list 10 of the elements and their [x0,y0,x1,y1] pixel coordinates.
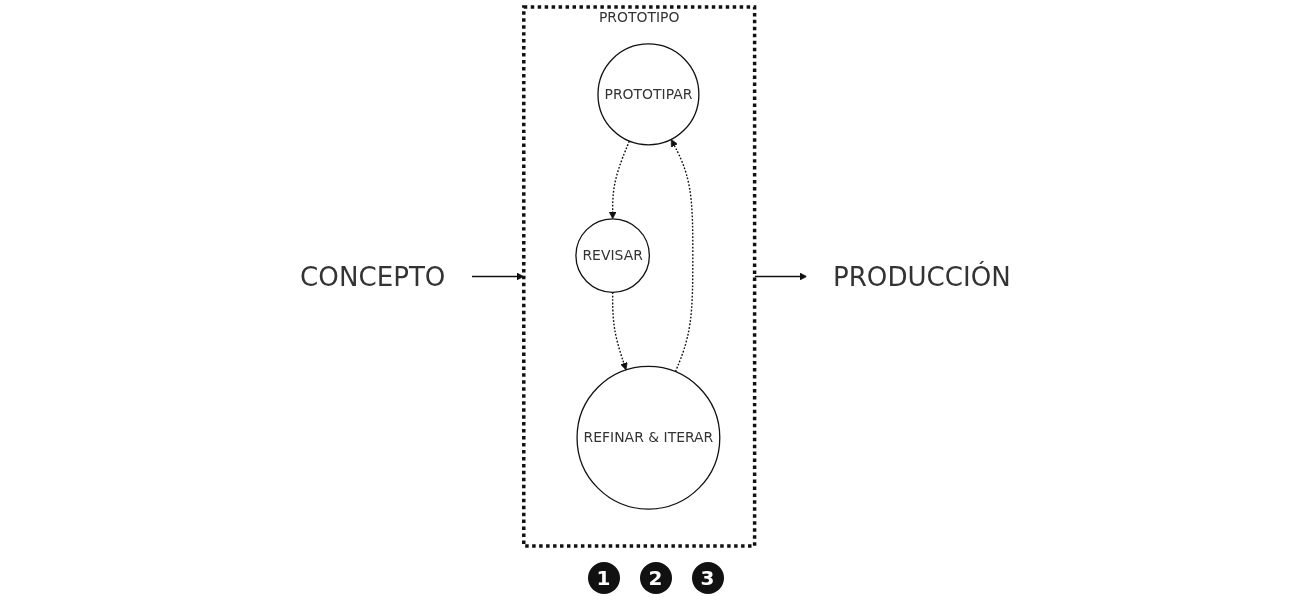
callout-number: 1 [587,562,620,594]
node-circle: REVISAR [575,218,651,293]
node-circle: REFINAR & ITERAR [576,365,721,510]
arrow [608,140,630,220]
callout-number: 3 [691,562,724,594]
callout-number: 2 [639,562,672,594]
node-text: PRODUCCIÓN [832,261,1011,292]
node-text: CONCEPTO [300,261,446,292]
node-circle: PROTOTIPAR [597,43,700,146]
arrow [670,139,694,373]
